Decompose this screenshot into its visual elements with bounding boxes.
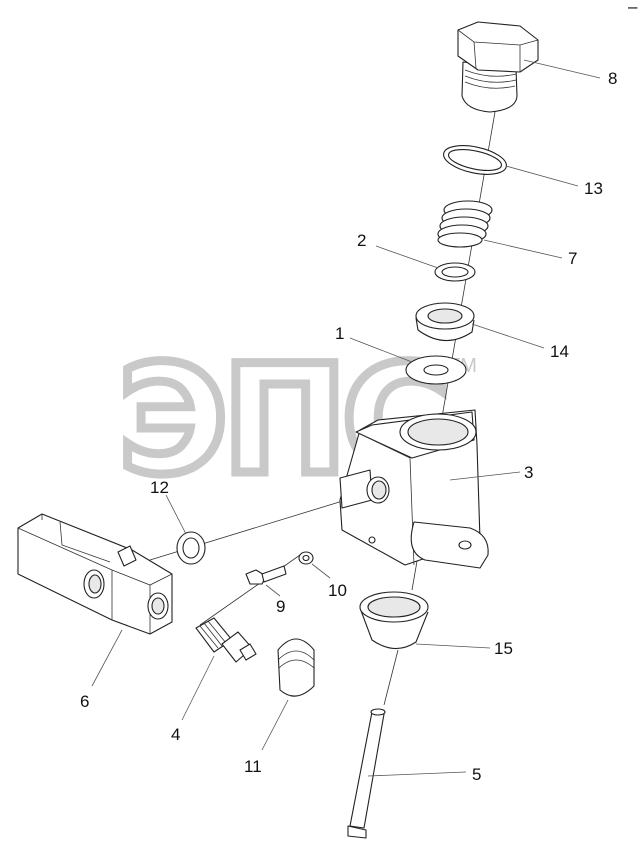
callout-5: 5 bbox=[472, 765, 481, 784]
part-5-pin bbox=[347, 708, 386, 839]
part-10-nut bbox=[298, 551, 314, 565]
callout-13: 13 bbox=[584, 179, 603, 198]
part-7-spring bbox=[437, 200, 493, 248]
part-13-o-ring bbox=[443, 145, 507, 175]
corner-mark: – bbox=[628, 0, 638, 16]
part-14-valve-disc bbox=[415, 302, 475, 342]
callout-4: 4 bbox=[171, 725, 180, 744]
part-12-washer bbox=[176, 531, 206, 565]
part-11-cap bbox=[277, 638, 315, 697]
callout-8: 8 bbox=[608, 69, 617, 88]
callout-7: 7 bbox=[568, 249, 577, 268]
part-6-bracket-block bbox=[17, 513, 173, 635]
callout-3: 3 bbox=[524, 463, 533, 482]
callout-2: 2 bbox=[357, 231, 366, 250]
callout-11: 11 bbox=[244, 757, 262, 776]
part-8-hex-plug bbox=[457, 21, 539, 113]
callout-12: 12 bbox=[150, 478, 169, 497]
part-3-valve-body bbox=[339, 409, 489, 569]
callout-14: 14 bbox=[550, 342, 569, 361]
callout-15: 15 bbox=[494, 639, 513, 658]
callout-1: 1 bbox=[335, 324, 344, 343]
callout-6: 6 bbox=[80, 692, 89, 711]
part-2-washer bbox=[434, 262, 476, 282]
part-4-grease-nipple bbox=[195, 617, 257, 663]
part-9-bolt bbox=[245, 565, 287, 585]
part-15-cup-seal bbox=[359, 591, 429, 650]
lower-axis-line bbox=[383, 649, 399, 706]
callout-10: 10 bbox=[328, 581, 347, 600]
callout-9: 9 bbox=[276, 597, 285, 616]
leader-lines bbox=[91, 59, 601, 777]
part-1-seal-ring bbox=[405, 355, 467, 385]
callout-labels: 8 13 7 2 14 1 3 12 9 10 15 6 4 11 5 bbox=[80, 69, 617, 784]
